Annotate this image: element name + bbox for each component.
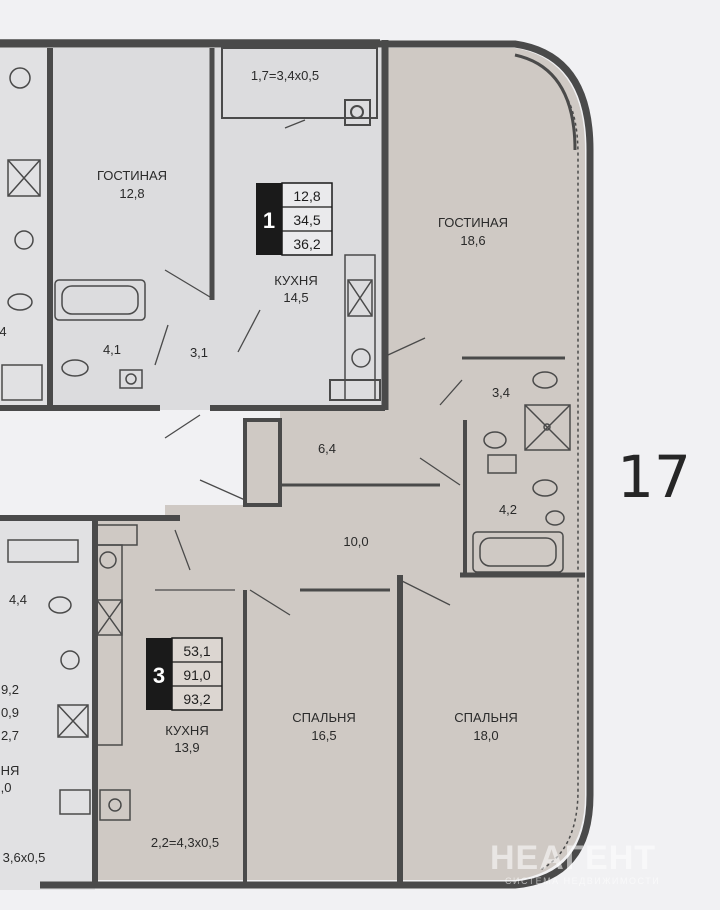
neighbor-small-area: 4: [0, 324, 7, 339]
apt3-living-label: ГОСТИНАЯ: [438, 215, 508, 230]
apt3-bedroom2-area: 18,0: [473, 728, 498, 743]
watermark-brand: НЕАГЕНТ: [490, 839, 656, 877]
apt1-balcony: 1,7=3,4x0,5: [251, 68, 319, 83]
apt3-corridor-area: 6,4: [318, 441, 336, 456]
apt3-bedroom1-label: СПАЛЬНЯ: [292, 710, 356, 725]
apt3-living-area: 18,6: [460, 233, 485, 248]
apt3-number-box: [146, 638, 172, 710]
bay-window-apt3: [514, 53, 577, 151]
door-swings: [154, 119, 463, 616]
apt1-number: 1: [263, 208, 275, 233]
left-neighbor-floor: [0, 40, 50, 410]
bath-fixtures-apt1: [54, 279, 146, 389]
apt3-bedroom1-area: 16,5: [311, 728, 336, 743]
apt3-hall-area: 10,0: [343, 534, 368, 549]
apt3-kitchen-area: 13,9: [174, 740, 199, 755]
apt3-total-area-value: 93,2: [183, 691, 210, 707]
apt1-number-box: [256, 183, 282, 255]
apt1-living-label: ГОСТИНАЯ: [97, 168, 167, 183]
apt3-bath-small-area: 3,4: [492, 385, 510, 400]
apartment-1-badge: 1 12,8 34,5 36,2: [256, 182, 333, 256]
apt1-living-space-value: 34,5: [293, 212, 320, 228]
apt3-number: 3: [153, 663, 165, 688]
neighbor-badge-value-2: 0,9: [1, 705, 19, 720]
watermark-tagline: СИСТЕМА НЕДВИЖИМОСТИ: [505, 876, 660, 886]
kitchen-counter-apt3: [96, 524, 138, 821]
neighbor-kitchen-area: ,0: [1, 780, 12, 795]
apartment-1-area: [50, 48, 385, 410]
apt1-kitchen-area: 14,5: [283, 290, 308, 305]
kitchen-counter-apt1: [344, 254, 376, 401]
apt1-living-area: 12,8: [119, 186, 144, 201]
neighbor-fixtures: [1, 67, 91, 815]
apt3-living-space-value: 91,0: [183, 667, 210, 683]
apt3-bedroom2-label: СПАЛЬНЯ: [454, 710, 518, 725]
neighbor-balcony: 3,6x0,5: [3, 850, 46, 865]
apartment-3-badge: 3 53,1 91,0 93,2: [146, 637, 223, 711]
apt3-balcony: 2,2=4,3x0,5: [151, 835, 219, 850]
building-number: 17: [617, 443, 691, 511]
apt1-bath-area: 4,1: [103, 342, 121, 357]
neighbor-bath-area: 4,4: [9, 592, 27, 607]
apt1-living-area-value: 12,8: [293, 188, 320, 204]
apt1-total-area-value: 36,2: [293, 236, 320, 252]
neighbor-badge-value-3: 2,7: [1, 728, 19, 743]
apt3-bath-large-area: 4,2: [499, 502, 517, 517]
apt3-living-area-value: 53,1: [183, 643, 210, 659]
neighbor-kitchen-label: НЯ: [1, 763, 20, 778]
neighbor-badge-value-1: 9,2: [1, 682, 19, 697]
outer-walls: [0, 39, 594, 889]
balcony-apt1: [221, 47, 378, 126]
apt1-kitchen-label: КУХНЯ: [274, 273, 317, 288]
apt1-hall-area: 3,1: [190, 345, 208, 360]
apt3-kitchen-label: КУХНЯ: [165, 723, 208, 738]
bath-fixtures-apt3: [472, 371, 571, 573]
